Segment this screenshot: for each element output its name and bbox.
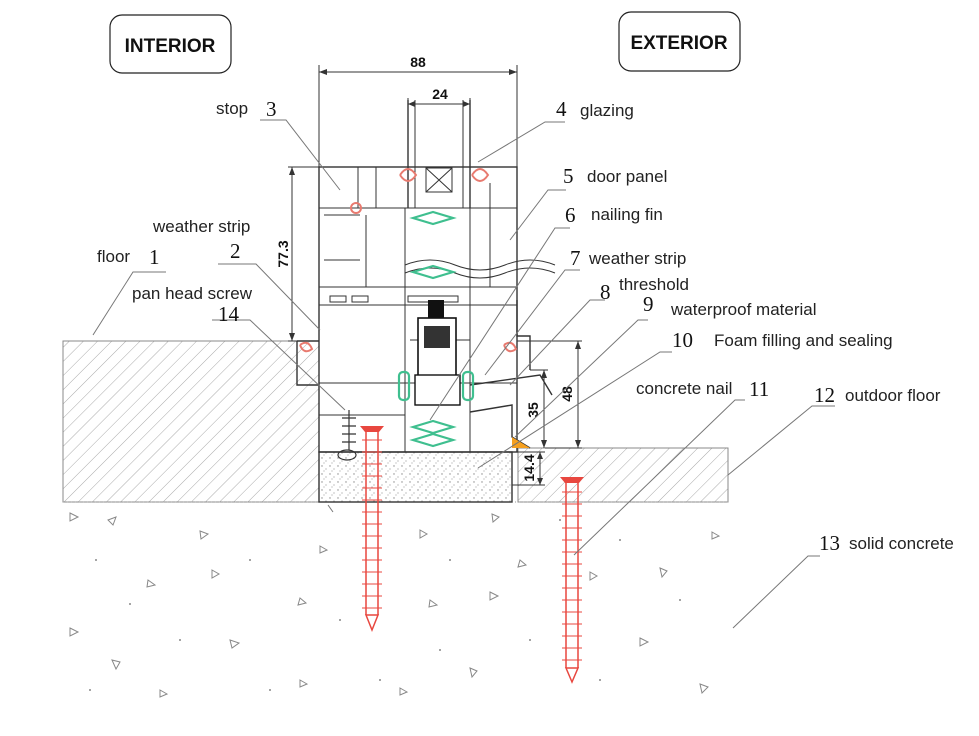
break-line	[404, 259, 556, 271]
dimension-48-label: 48	[559, 386, 575, 402]
concrete-nail-exterior	[560, 477, 584, 684]
callout-14-number: 14	[218, 302, 240, 326]
callout-12-name: outdoor floor	[845, 386, 941, 405]
roller-hardware	[414, 300, 461, 406]
pan-head-screw	[337, 410, 357, 461]
callout-2-number: 2	[230, 239, 241, 263]
callout-6-number: 6	[565, 203, 576, 227]
callout-10: 10 Foam filling and sealing	[672, 328, 893, 352]
callout-6-name: nailing fin	[591, 205, 663, 224]
exterior-label: EXTERIOR	[630, 33, 727, 54]
dimension-77-3-label: 77.3	[275, 240, 291, 267]
callout-3: stop 3	[216, 97, 277, 121]
callout-8-number: 8	[600, 280, 611, 304]
callout-7-number: 7	[570, 246, 581, 270]
dimension-14-4: 14.4	[512, 451, 545, 486]
dimension-88: 88	[318, 54, 518, 167]
concrete-nail-interior	[360, 426, 384, 633]
callout-11-name: concrete nail	[636, 379, 732, 398]
callout-9-name: waterproof material	[670, 300, 817, 319]
callout-7-name: weather strip	[588, 249, 686, 268]
dimension-24-label: 24	[432, 86, 448, 102]
dimension-77-3: 77.3	[275, 166, 319, 342]
callout-13-number: 13	[819, 531, 840, 555]
callout-1-name: floor	[97, 247, 130, 266]
callout-9: 9 waterproof material	[643, 292, 817, 319]
dimension-48: 48	[517, 340, 582, 449]
callout-6: 6 nailing fin	[565, 203, 663, 227]
waterproof-material	[512, 437, 530, 448]
leader-lines	[92, 119, 835, 629]
glazing-unit	[407, 100, 471, 208]
callout-9-number: 9	[643, 292, 654, 316]
callout-11-number: 11	[749, 377, 769, 401]
dimension-35-label: 35	[525, 402, 541, 418]
callout-4-name: glazing	[580, 101, 634, 120]
callout-7: 7 weather strip	[570, 246, 686, 270]
callout-12: 12 outdoor floor	[814, 383, 941, 407]
interior-floor-slab	[62, 340, 320, 503]
callout-12-number: 12	[814, 383, 835, 407]
interior-box: INTERIOR	[109, 14, 232, 74]
interior-label: INTERIOR	[125, 36, 216, 57]
exterior-box: EXTERIOR	[618, 11, 741, 72]
callout-14: pan head screw 14	[132, 284, 253, 326]
dimension-88-label: 88	[410, 54, 426, 70]
callout-1-number: 1	[149, 245, 160, 269]
weather-strips-green	[397, 210, 475, 448]
outdoor-floor-slab	[517, 447, 729, 503]
callout-8-name: threshold	[619, 275, 689, 294]
callout-11: concrete nail 11	[636, 377, 769, 401]
callout-5-number: 5	[563, 164, 574, 188]
solid-concrete	[63, 501, 728, 698]
dimension-35: 35	[525, 369, 548, 448]
dimension-24: 24	[407, 86, 471, 108]
callout-13-name: solid concrete	[849, 534, 954, 553]
callout-10-name: Foam filling and sealing	[714, 331, 893, 350]
callout-4: 4 glazing	[556, 97, 634, 121]
callout-10-number: 10	[672, 328, 693, 352]
callout-2-name: weather strip	[152, 217, 250, 236]
callout-1: floor 1	[97, 245, 160, 269]
callout-4-number: 4	[556, 97, 567, 121]
callout-14-name: pan head screw	[132, 284, 253, 303]
callout-13: 13 solid concrete	[819, 531, 954, 555]
callout-5-name: door panel	[587, 167, 667, 186]
callout-3-number: 3	[266, 97, 277, 121]
callout-8: 8 threshold	[600, 275, 689, 304]
callout-5: 5 door panel	[563, 164, 667, 188]
dimension-14-4-label: 14.4	[521, 454, 537, 481]
door-frame-profile	[296, 166, 553, 453]
glazing-gaskets	[299, 168, 518, 353]
callout-2: weather strip 2	[152, 217, 250, 263]
callout-3-name: stop	[216, 99, 248, 118]
